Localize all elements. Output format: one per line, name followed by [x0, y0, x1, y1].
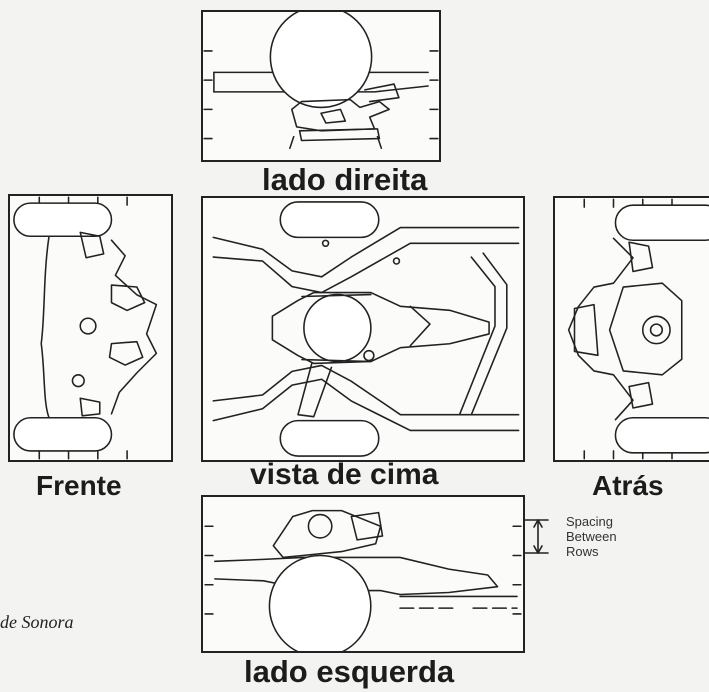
label-top-view: vista de cima [250, 458, 439, 491]
spacing-note-line: Rows [566, 544, 599, 559]
rear-drawing [567, 198, 709, 460]
panel-right-side-view [201, 10, 441, 162]
label-right-side: lado direita [262, 162, 428, 197]
spacing-note-line: Spacing [566, 514, 613, 529]
credit-text: de Sonora [0, 612, 74, 632]
panel-rear-view [553, 196, 709, 462]
top-wheel-upper [279, 201, 380, 239]
front-wheel-bottom [13, 416, 113, 452]
right-side-drawing [203, 12, 439, 150]
rear-wheel-top [614, 204, 709, 242]
left-wheel [268, 554, 372, 651]
spacing-note-line: Between [566, 529, 617, 544]
panel-top-view [201, 196, 525, 462]
panel-left-side-view [201, 495, 525, 653]
label-front: Frente [36, 470, 122, 501]
top-wheel-lower [279, 419, 380, 457]
wheel [269, 12, 373, 109]
front-drawing [13, 196, 158, 460]
left-side-drawing [204, 509, 522, 651]
spacing-note: Spacing Between Rows [566, 514, 617, 559]
label-rear: Atrás [592, 470, 664, 501]
label-left-side: lado esquerda [244, 654, 455, 689]
rear-wheel-bottom [614, 416, 709, 454]
front-wheel-top [13, 202, 113, 238]
top-view-drawing [212, 201, 520, 457]
panel-front-view [8, 194, 173, 462]
engine-circle [303, 293, 372, 363]
